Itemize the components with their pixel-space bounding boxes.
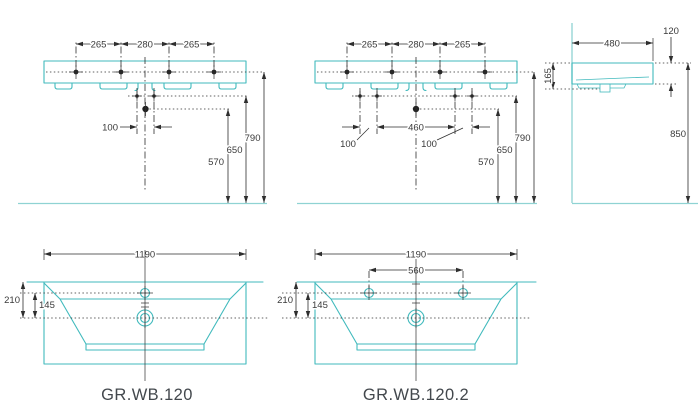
dim-460: 460 xyxy=(408,123,424,134)
dim-650: 650 xyxy=(497,145,513,156)
underside-profile xyxy=(576,83,627,89)
dim-120: 120 xyxy=(663,26,679,37)
basin-underside-tabs xyxy=(325,82,508,90)
dim-210: 210 xyxy=(277,295,293,306)
front-view-left: 1190 210 145 GR.WB.120 xyxy=(3,248,268,404)
model-label: GR.WB.120.2 xyxy=(363,386,469,404)
drain-channel xyxy=(134,82,156,92)
top-view-middle: 265 280 265 460 100 100 xyxy=(297,38,537,205)
mounting-holes xyxy=(69,65,221,79)
mounting-holes xyxy=(340,65,492,79)
dim-265-left: 265 xyxy=(91,40,107,51)
front-view-middle: 1190 560 xyxy=(276,248,537,404)
dim-790: 790 xyxy=(515,133,531,144)
dim-850: 850 xyxy=(670,129,686,140)
drain-channel xyxy=(405,82,427,92)
dim-570: 570 xyxy=(478,157,494,168)
basin-underside-tabs xyxy=(54,82,237,90)
dim-145: 145 xyxy=(312,300,328,311)
dim-100-right: 100 xyxy=(421,139,437,150)
dim-265-left: 265 xyxy=(362,40,378,51)
dim-570: 570 xyxy=(208,157,224,168)
model-label: GR.WB.120 xyxy=(101,386,193,404)
dim-1190: 1190 xyxy=(406,250,426,261)
top-view-left: 265 280 265 100 570 650 790 xyxy=(18,38,267,205)
dim-650: 650 xyxy=(227,145,243,156)
dim-165: 165 xyxy=(543,68,554,84)
drain-outlet xyxy=(599,83,611,93)
dim-100-left: 100 xyxy=(340,139,356,150)
tap-hole-right xyxy=(455,286,471,300)
basin-profile xyxy=(571,62,654,85)
dim-790: 790 xyxy=(245,133,261,144)
dim-145: 145 xyxy=(39,300,55,311)
dim-480: 480 xyxy=(604,39,620,50)
dim-100: 100 xyxy=(102,123,118,134)
side-view: 165 480 120 850 xyxy=(542,23,698,205)
dim-280: 280 xyxy=(408,40,424,51)
tap-hole-marks xyxy=(132,91,159,101)
dim-265-right: 265 xyxy=(184,40,200,51)
dim-210: 210 xyxy=(4,295,20,306)
dim-265-right: 265 xyxy=(455,40,471,51)
dim-280: 280 xyxy=(137,40,153,51)
basin-inner-edge xyxy=(575,76,650,81)
